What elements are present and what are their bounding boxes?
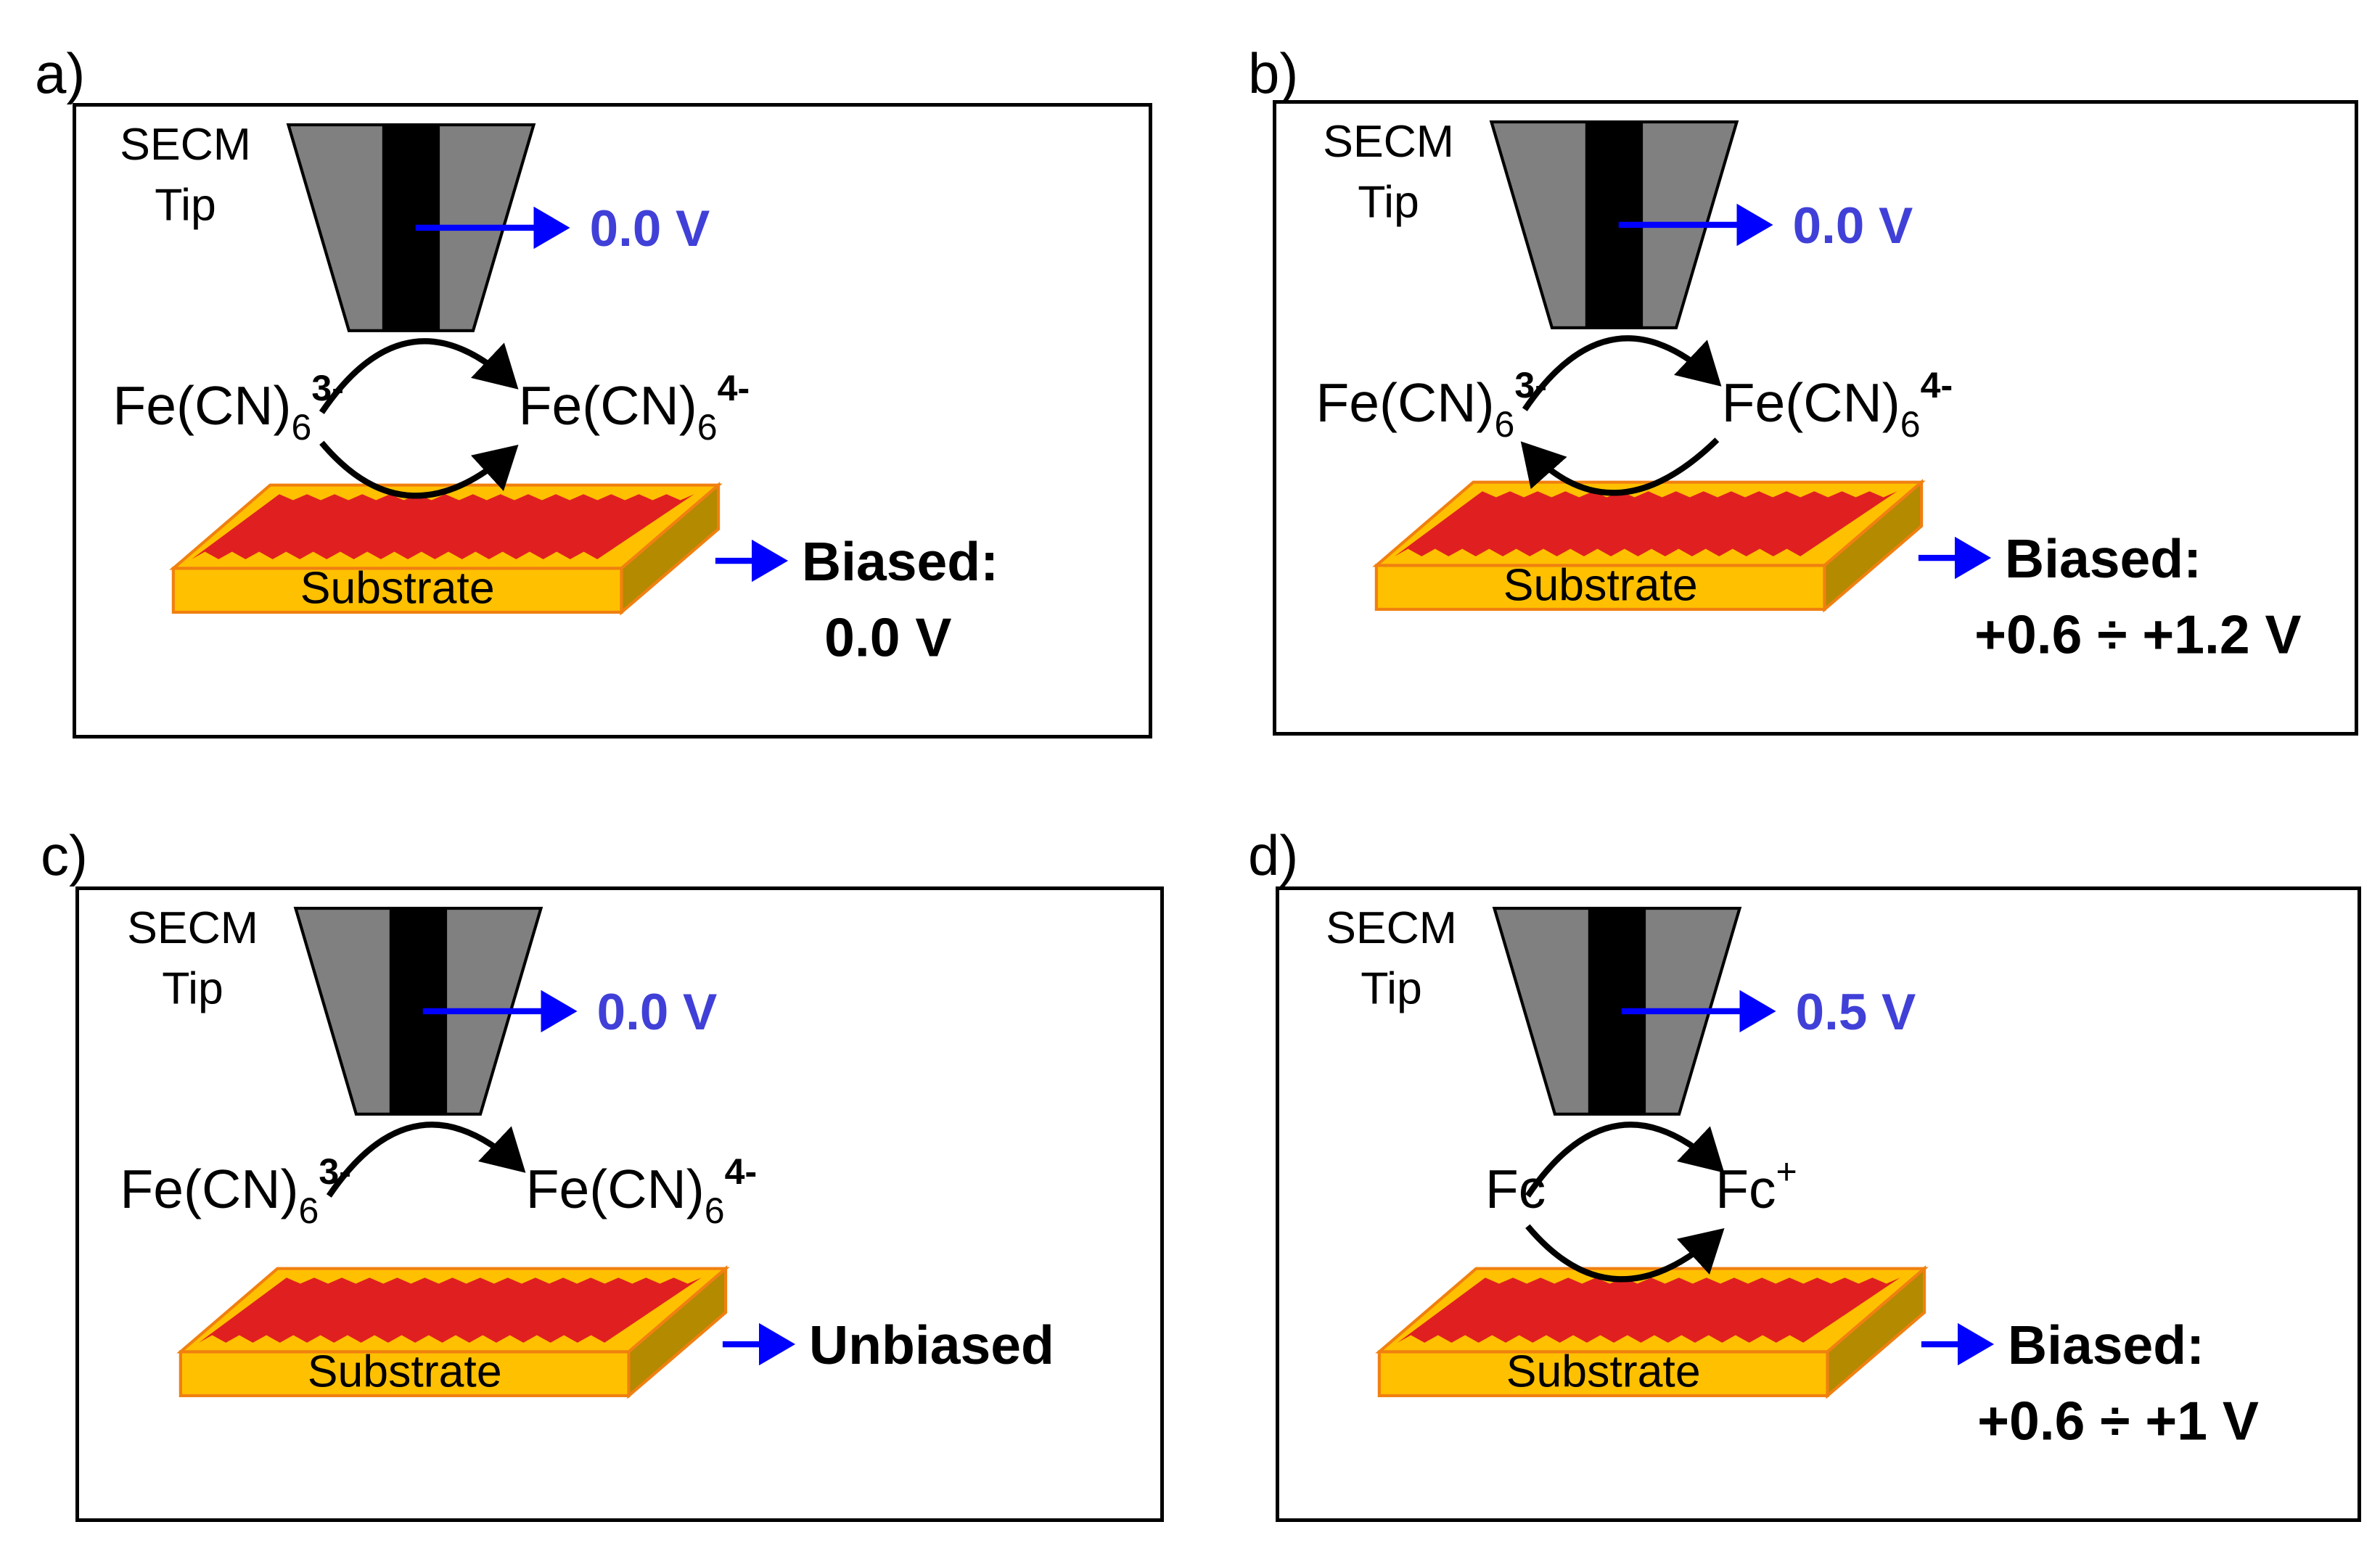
panel-label: b) bbox=[1248, 41, 1299, 105]
film-layer bbox=[191, 494, 694, 559]
right-species: Fe(CN)64- bbox=[519, 368, 750, 448]
right-species: Fe(CN)64- bbox=[526, 1151, 758, 1231]
tip-potential: 0.0 V bbox=[1793, 197, 1913, 255]
panel-diagram: SECM Tip 0.0 V Fe(CN)63- Fe(CN)64- Substrate B… bbox=[112, 119, 998, 667]
substrate-block-icon bbox=[1372, 479, 1926, 613]
panel-frame: SECM Tip 0.5 V Fc Fc+ Substrate Biased: +0.6 ÷ … bbox=[1276, 886, 2361, 1522]
panel-label: d) bbox=[1248, 823, 1299, 887]
substrate-label: Substrate bbox=[1506, 1346, 1701, 1396]
left-species: Fe(CN)63- bbox=[112, 368, 344, 448]
tip-potential: 0.0 V bbox=[597, 984, 718, 1041]
tip-label-line1: SECM bbox=[1323, 116, 1454, 167]
panel-diagram: SECM Tip 0.5 V Fc Fc+ Substrate Biased: +0.6 ÷ … bbox=[1326, 902, 2259, 1451]
tip-label-line1: SECM bbox=[1326, 902, 1457, 953]
tip-label-line2: Tip bbox=[1361, 963, 1422, 1014]
bias-line2: +0.6 ÷ +1 V bbox=[1977, 1390, 2259, 1451]
substrate-label: Substrate bbox=[308, 1346, 502, 1396]
substrate-label: Substrate bbox=[300, 562, 495, 613]
tip-label-line2: Tip bbox=[155, 180, 216, 231]
substrate-reaction-arrow-icon bbox=[319, 440, 519, 499]
substrate-reaction-arrow-icon bbox=[1520, 437, 1720, 496]
bias-line2: 0.0 V bbox=[824, 606, 951, 667]
substrate-reaction-arrow-icon bbox=[1525, 1224, 1725, 1283]
panel-frame: SECM Tip 0.0 V Fe(CN)63- Fe(CN)64- Substrate B… bbox=[73, 103, 1152, 738]
secm-tip-icon bbox=[1492, 906, 1742, 1116]
bias-line1: Biased: bbox=[802, 531, 998, 592]
tip-potential: 0.0 V bbox=[590, 200, 710, 258]
tip-reaction-arrow-icon bbox=[326, 1122, 526, 1198]
film-layer bbox=[198, 1277, 702, 1343]
left-species: Fe(CN)63- bbox=[1316, 365, 1547, 445]
bias-line1: Biased: bbox=[2005, 528, 2202, 589]
bias-line1: Biased: bbox=[2008, 1314, 2204, 1375]
film-layer bbox=[1394, 491, 1897, 556]
panel-label: c) bbox=[41, 823, 88, 887]
film-layer bbox=[1397, 1277, 1900, 1343]
substrate-block-icon bbox=[169, 482, 723, 616]
right-species: Fe(CN)64- bbox=[1722, 365, 1953, 445]
panel-label: a) bbox=[35, 41, 86, 105]
tip-label-line1: SECM bbox=[120, 119, 251, 170]
tip-potential: 0.5 V bbox=[1796, 984, 1916, 1041]
bias-line2: +0.6 ÷ +1.2 V bbox=[1974, 604, 2301, 664]
tip-label-line2: Tip bbox=[162, 963, 223, 1014]
substrate-label: Substrate bbox=[1503, 559, 1698, 610]
tip-reaction-arrow-icon bbox=[1525, 1122, 1725, 1198]
panel-frame: SECM Tip 0.0 V Fe(CN)63- Fe(CN)64- Substrate U… bbox=[75, 886, 1164, 1522]
panel-diagram: SECM Tip 0.0 V Fe(CN)63- Fe(CN)64- Substrate B… bbox=[1316, 116, 2301, 664]
tip-reaction-arrow-icon bbox=[319, 338, 519, 414]
tip-reaction-arrow-icon bbox=[1522, 335, 1722, 411]
bias-line1: Unbiased bbox=[809, 1314, 1054, 1375]
tip-label-line1: SECM bbox=[127, 902, 258, 953]
panel-frame: SECM Tip 0.0 V Fe(CN)63- Fe(CN)64- Substrate B… bbox=[1273, 100, 2358, 736]
secm-tip-icon bbox=[293, 906, 543, 1116]
substrate-block-icon bbox=[1375, 1265, 1929, 1399]
panel-diagram: SECM Tip 0.0 V Fe(CN)63- Fe(CN)64- Substrate U… bbox=[120, 902, 1054, 1399]
right-species: Fc+ bbox=[1715, 1151, 1797, 1219]
left-species: Fc bbox=[1485, 1159, 1546, 1219]
tip-label-line2: Tip bbox=[1358, 177, 1419, 228]
left-species: Fe(CN)63- bbox=[120, 1151, 351, 1231]
substrate-block-icon bbox=[176, 1265, 730, 1399]
